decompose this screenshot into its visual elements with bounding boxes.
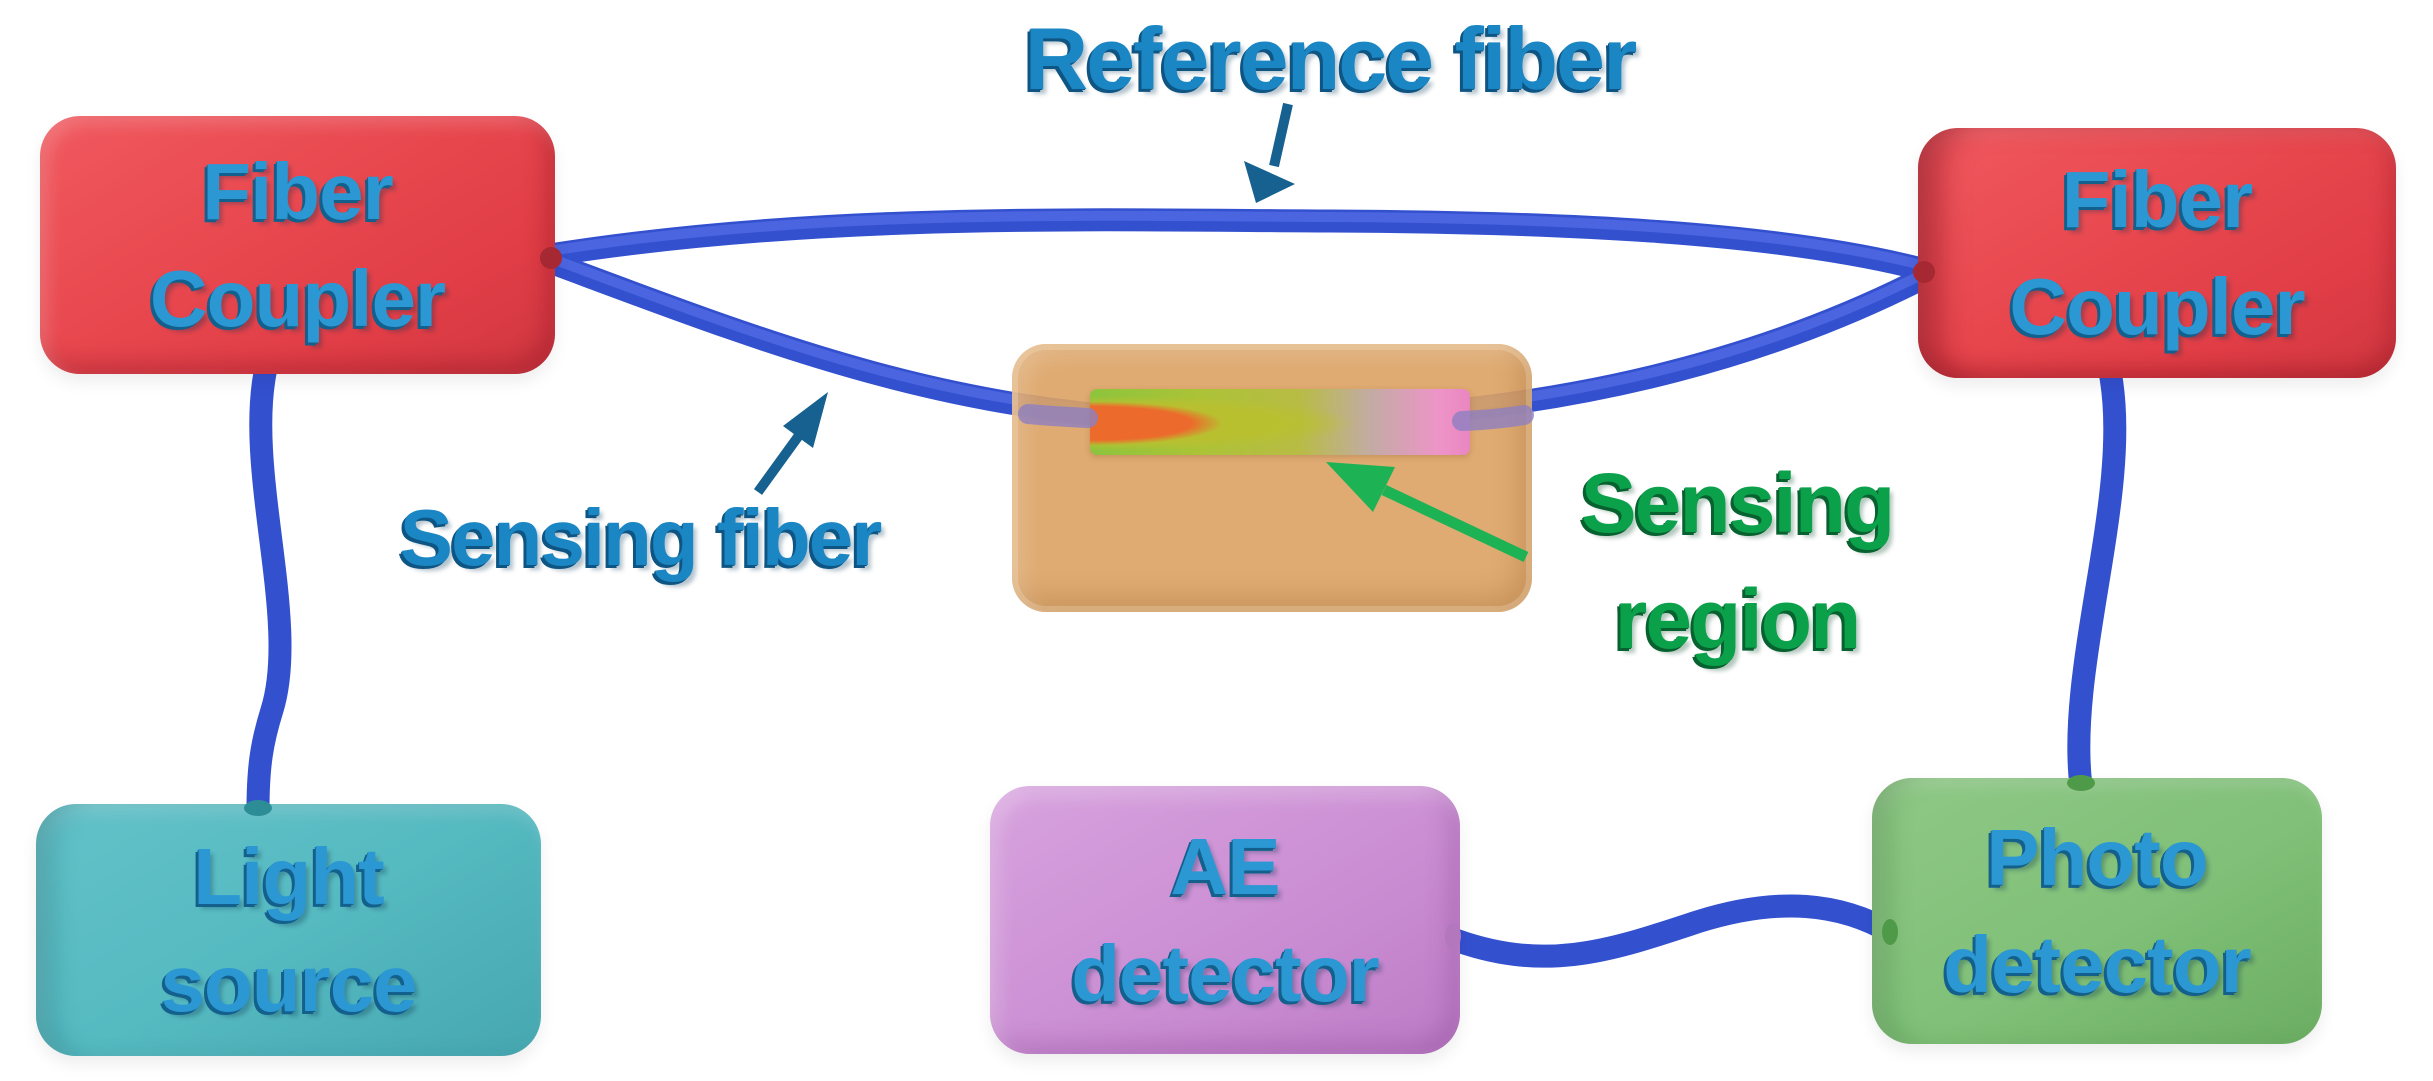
sensing-fiber-arrow [753, 392, 828, 495]
reference-fiber-label: Reference fiber [1024, 9, 1638, 108]
ae-photo-fiber-path [1438, 894, 1904, 968]
sensing-fiber-label: Sensing fiber [399, 493, 883, 582]
fiber-coupler-left-label-line1: Fiber [202, 146, 394, 236]
reference-fiber-path [538, 208, 1937, 282]
light-source-label-line2: source [160, 939, 417, 1028]
reference-fiber-arrow [1244, 102, 1295, 203]
light-source-fiber-path [246, 356, 292, 822]
fiber-coupler-left-label-line2: Coupler [149, 254, 446, 343]
light-source-label-line1: Light [193, 831, 384, 921]
sensing-gradient-strip [1090, 389, 1470, 455]
photo-detector-box: Photo detector [1872, 778, 2322, 1044]
fiber-coupler-right-box: Fiber Coupler [1918, 128, 2396, 378]
sensing-enclosure-box [1012, 344, 1532, 612]
reference-fiber-highlight [545, 210, 1930, 271]
fiber-coupler-right-label-line1: Fiber [2061, 154, 2254, 244]
fiber-coupler-right-label-line2: Coupler [2009, 262, 2305, 351]
ae-detector-box: AE detector [990, 786, 1460, 1054]
fiber-coupler-left-box: Fiber Coupler [40, 116, 555, 374]
photo-detector-label-line2: detector [1943, 920, 2252, 1009]
sensing-region-label: Sensing region [1580, 446, 1896, 678]
sensing-region-label-line1: Sensing [1580, 456, 1896, 550]
ae-detector-label-line1: AE [1170, 821, 1280, 911]
sensing-region-label-line2: region [1614, 571, 1862, 666]
ae-detector-label-line2: detector [1071, 929, 1380, 1018]
light-source-box: Light source [36, 804, 541, 1056]
photo-detector-fiber-path [2067, 360, 2127, 798]
photo-detector-label-line1: Photo [1986, 812, 2209, 902]
